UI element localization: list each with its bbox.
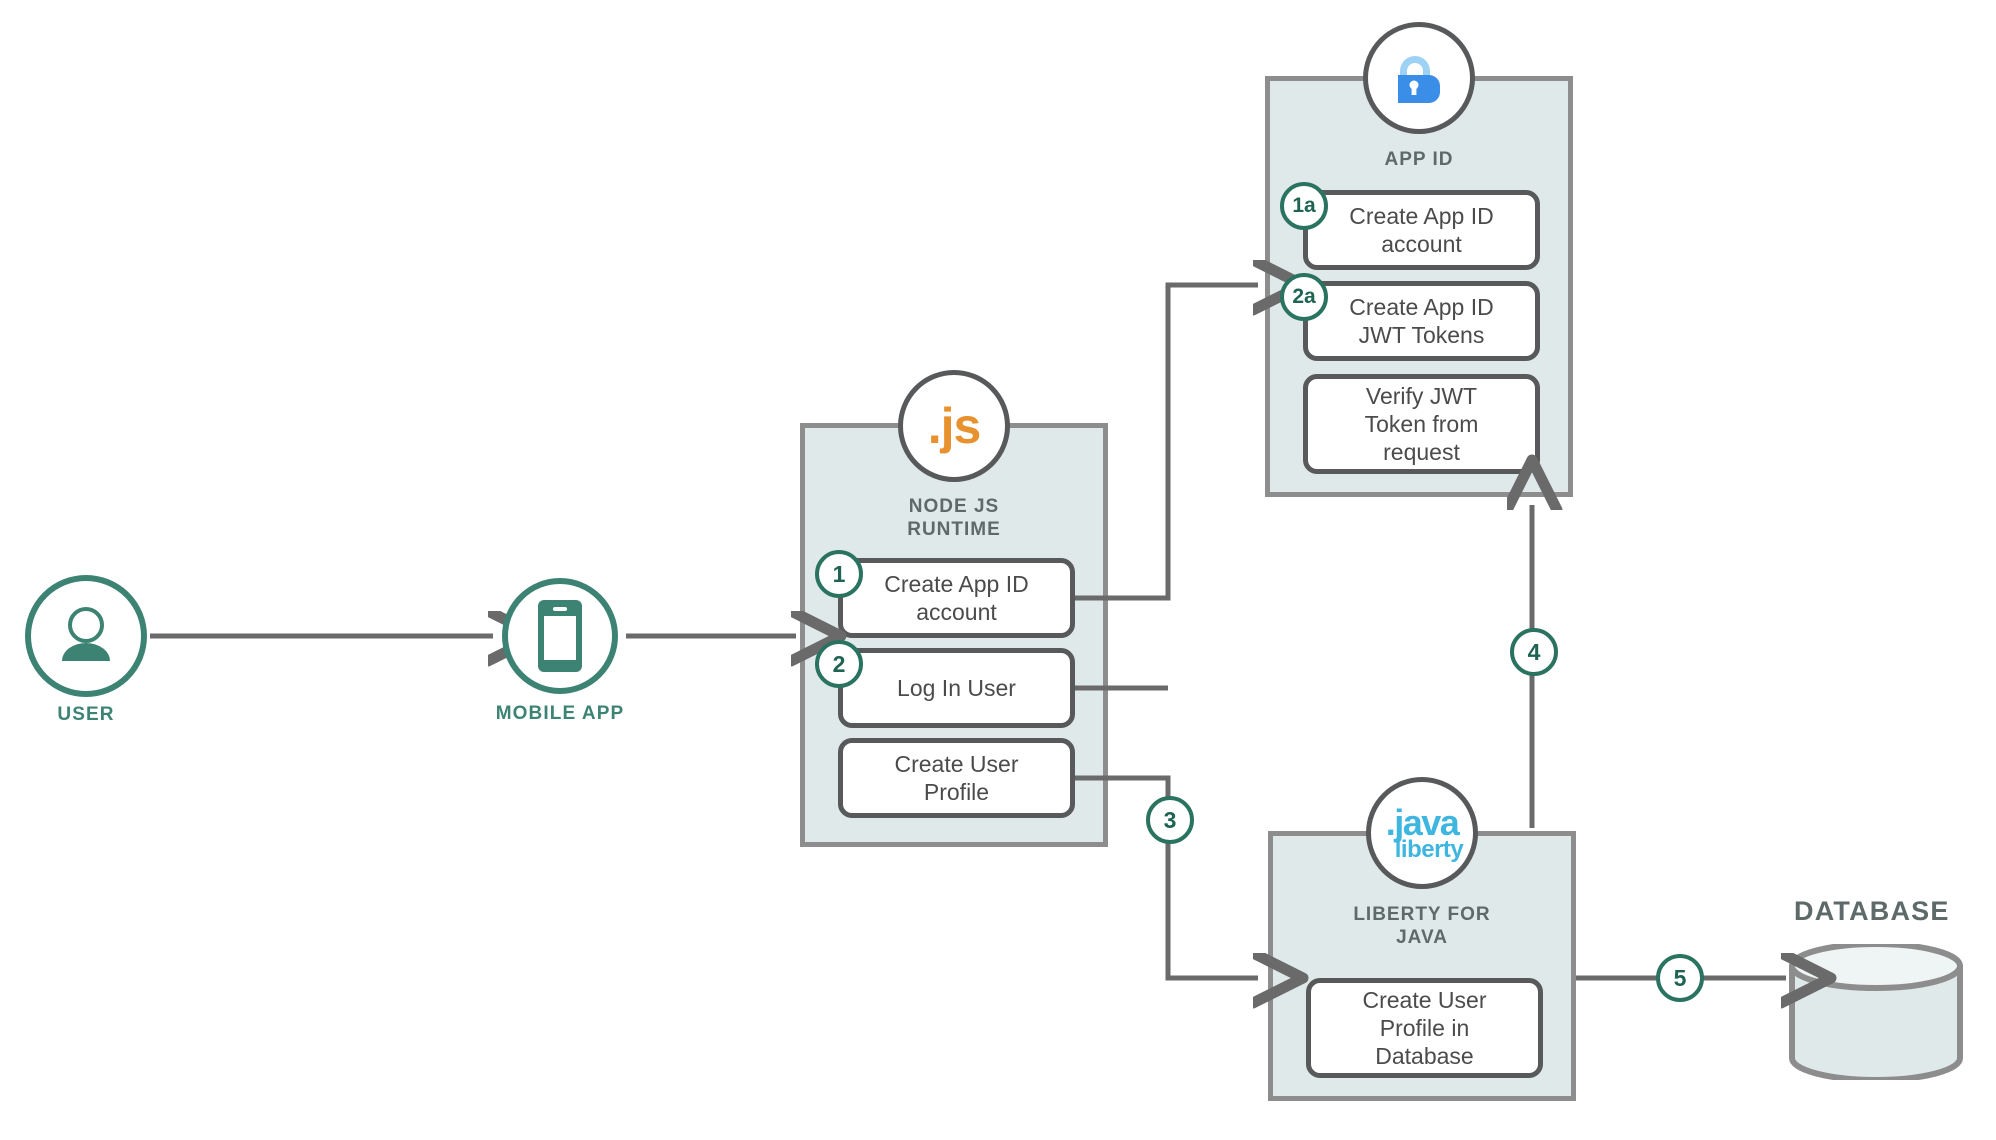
task-line1: Create App ID [1349, 203, 1494, 229]
task-line2: Profile [923, 779, 990, 805]
database-label: DATABASE [1794, 896, 1950, 926]
badge-step-1: 1 [815, 550, 863, 598]
badge-step-2: 2 [815, 640, 863, 688]
database-node[interactable] [1786, 941, 1966, 1083]
task-line1: Create User [1362, 987, 1487, 1013]
task-line3: request [1383, 439, 1460, 465]
task-line2: account [1381, 231, 1462, 257]
task-line1: Log In User [897, 675, 1016, 701]
java-liberty-logo-icon: .java [1385, 801, 1460, 843]
task-line1: Create App ID [1349, 294, 1494, 320]
task-line1: Create App ID [884, 571, 1029, 597]
task-nodejs-create-user-profile[interactable]: Create User Profile [838, 738, 1075, 818]
task-line2: Token from [1364, 411, 1479, 437]
task-liberty-create-user-profile-db[interactable]: Create User Profile in Database [1306, 978, 1543, 1078]
nodejs-logo-node: .js [898, 370, 1010, 482]
badge-step-1a: 1a [1280, 182, 1328, 230]
user-icon [62, 607, 110, 661]
user-label: USER [57, 704, 115, 725]
nodejs-logo-icon: .js [927, 398, 982, 454]
task-appid-create-jwt-tokens[interactable]: Create App ID JWT Tokens [1303, 281, 1540, 361]
badge-step-3: 3 [1146, 796, 1194, 844]
appid-logo-node [1363, 22, 1475, 134]
task-line3: Database [1375, 1043, 1474, 1069]
task-line1: Verify JWT [1365, 383, 1478, 409]
task-line2: JWT Tokens [1358, 322, 1485, 348]
mobile-app-label: MOBILE APP [495, 703, 625, 724]
database-cylinder-icon [1789, 941, 1963, 1083]
mobile-phone-icon [538, 600, 582, 672]
task-nodejs-create-appid-account[interactable]: Create App ID account [838, 558, 1075, 638]
task-appid-create-account[interactable]: Create App ID account [1303, 190, 1540, 270]
java-liberty-logo-subtext: liberty [1394, 835, 1464, 863]
task-nodejs-log-in-user[interactable]: Log In User [838, 648, 1075, 728]
task-appid-verify-jwt-token[interactable]: Verify JWT Token from request [1303, 374, 1540, 474]
badge-step-4: 4 [1510, 628, 1558, 676]
mobile-app-node[interactable] [502, 578, 618, 694]
badge-step-5: 5 [1656, 954, 1704, 1002]
task-line1: Create User [894, 751, 1019, 777]
badge-step-2a: 2a [1280, 273, 1328, 321]
lock-shield-icon [1398, 56, 1440, 103]
task-line2: Profile in [1379, 1015, 1470, 1041]
liberty-logo-node: .java liberty [1366, 777, 1478, 889]
user-node[interactable] [25, 575, 147, 697]
task-line2: account [916, 599, 997, 625]
